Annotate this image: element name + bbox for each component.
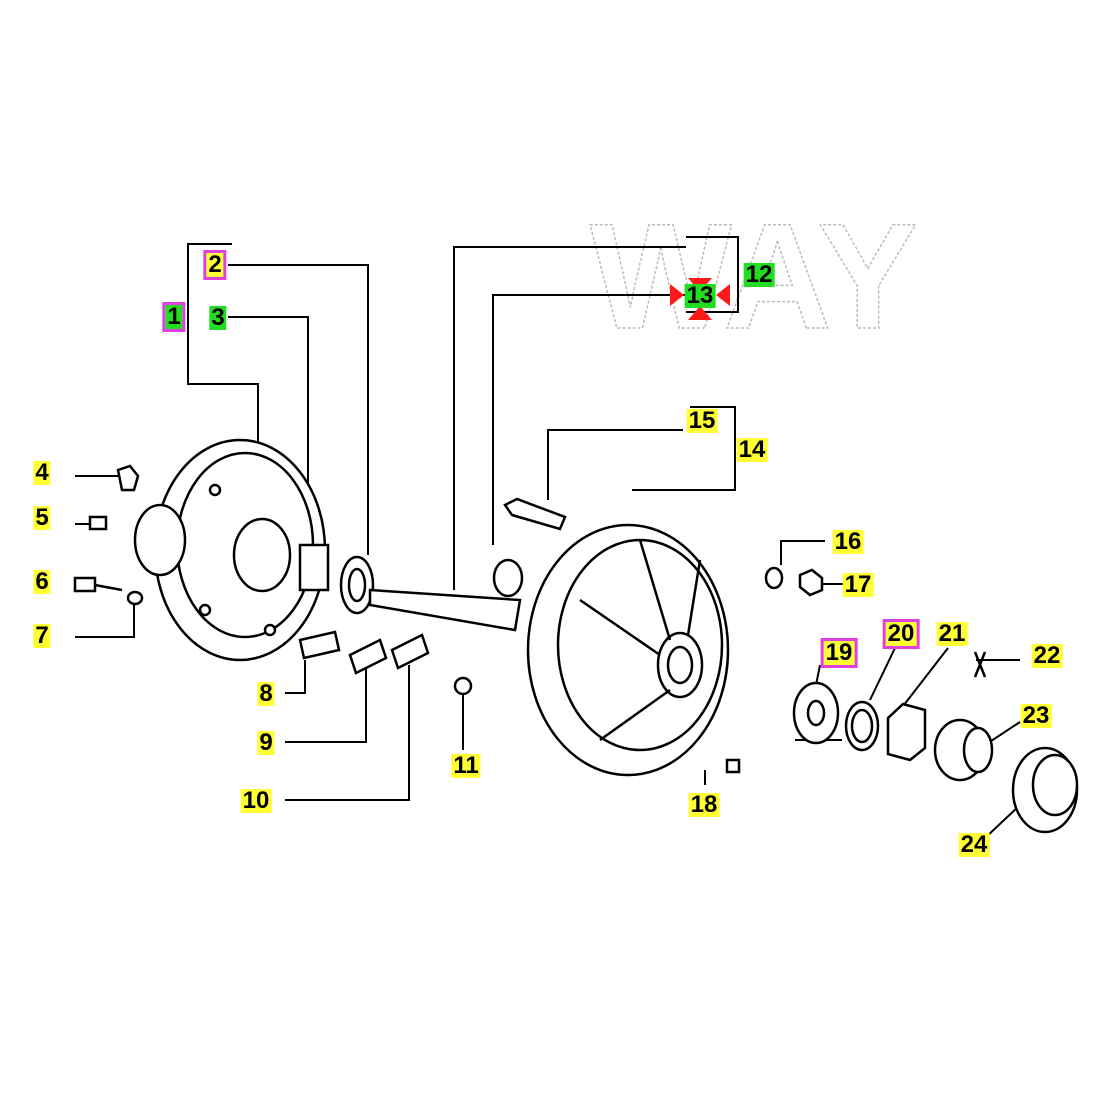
callout-13[interactable]: 13: [684, 282, 716, 309]
callout-6[interactable]: 6: [33, 568, 51, 595]
callout-15[interactable]: 15: [686, 407, 718, 434]
callout-11[interactable]: 11: [451, 752, 481, 779]
callout-14[interactable]: 14: [736, 436, 768, 463]
callout-4[interactable]: 4: [33, 459, 51, 486]
parts-drawing: [73, 438, 1079, 834]
callout-18[interactable]: 18: [688, 791, 720, 818]
callout-24[interactable]: 24: [958, 831, 990, 858]
callout-5[interactable]: 5: [33, 504, 51, 531]
callout-7[interactable]: 7: [33, 622, 51, 649]
callout-10[interactable]: 10: [240, 787, 272, 814]
callout-21[interactable]: 21: [936, 620, 968, 647]
callout-22[interactable]: 22: [1031, 642, 1063, 669]
callout-20[interactable]: 20: [882, 619, 920, 649]
callout-2[interactable]: 2: [203, 250, 227, 280]
callout-23[interactable]: 23: [1020, 702, 1052, 729]
leader-lines: [75, 236, 1021, 839]
callout-17[interactable]: 17: [842, 571, 874, 598]
callout-9[interactable]: 9: [257, 729, 275, 756]
callout-19[interactable]: 19: [820, 638, 858, 668]
callout-3[interactable]: 3: [209, 304, 227, 331]
callout-8[interactable]: 8: [257, 680, 275, 707]
callout-1[interactable]: 1: [162, 302, 186, 332]
callout-12[interactable]: 12: [743, 261, 775, 288]
callout-16[interactable]: 16: [832, 528, 864, 555]
